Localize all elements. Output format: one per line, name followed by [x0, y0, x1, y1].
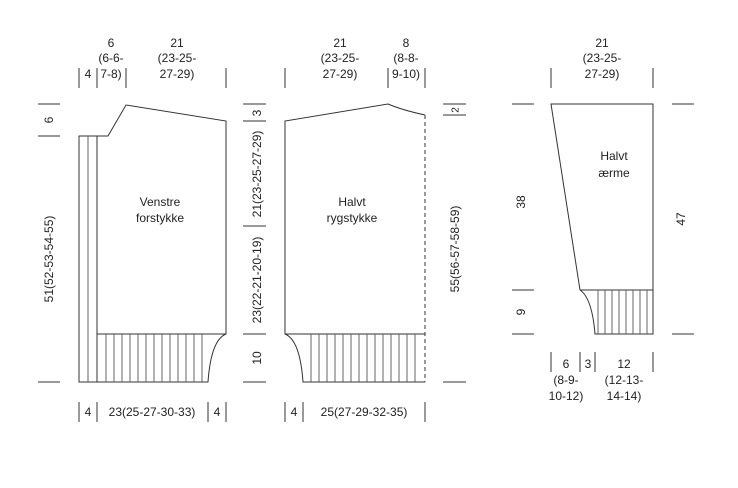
back-top-right-sub1: (8-8- — [393, 51, 418, 65]
sleeve-bottom-left-sub1: (8-9- — [553, 373, 578, 387]
sleeve-bottom-mid: 3 — [585, 357, 592, 371]
front-top-left-sub1: (6-6- — [98, 51, 123, 65]
front-top-left-value: 6 — [108, 36, 115, 50]
front-top-left-sub2: 7-8) — [100, 67, 121, 81]
front-left-top-value: 6 — [42, 116, 56, 123]
sleeve-left-lower: 9 — [514, 308, 528, 315]
back-body-outline — [284, 103, 426, 383]
front-top-border-value: 4 — [85, 67, 92, 81]
center-measures: 3 21(23-25-27-29) 23(22-21-20-19) 10 — [243, 103, 266, 383]
sleeve-left-upper: 38 — [514, 195, 528, 209]
sleeve-right-height: 47 — [674, 212, 688, 226]
back-bottom-measures: 4 25(27-29-32-35) — [284, 402, 426, 422]
center-armhole: 21(23-25-27-29) — [250, 131, 264, 218]
back-rib-stripes — [310, 334, 416, 382]
back-piece: Halvt rygstykke — [284, 103, 426, 383]
back-top-left-sub2: 27-29) — [323, 67, 358, 81]
sleeve-name-line2: ærme — [598, 166, 630, 180]
sleeve-rib-stripes — [597, 290, 648, 334]
front-left-measures: 6 51(52-53-54-55) — [38, 103, 60, 383]
front-bottom-measures: 4 23(25-27-30-33) 4 — [78, 402, 227, 422]
back-bottom-width: 25(27-29-32-35) — [321, 405, 408, 419]
front-top-right-sub1: (23-25- — [158, 51, 197, 65]
back-name-line2: rygstykke — [327, 211, 378, 225]
sleeve-top-measure: 21 (23-25- 27-29) — [550, 36, 654, 88]
front-piece: Venstre forstykke — [78, 104, 227, 383]
sleeve-bottom-measures: 6 (8-9- 10-12) 3 12 (12-13- 14-14) — [549, 352, 654, 403]
back-top-measures: 21 (23-25- 27-29) 8 (8-8- 9-10) — [284, 36, 426, 88]
sleeve-bottom-left-sub2: 10-12) — [549, 389, 584, 403]
sleeve-right-measure: 47 — [672, 103, 694, 335]
sleeve-outline — [550, 103, 654, 335]
center-body: 23(22-21-20-19) — [250, 237, 264, 324]
back-name-line1: Halvt — [338, 195, 366, 209]
sleeve-left-measures: 38 9 — [512, 103, 534, 335]
sleeve-bottom-left: 6 — [563, 357, 570, 371]
front-body-outline — [97, 104, 227, 383]
back-right-measures: 2 55(56-57-58-59) — [443, 103, 466, 383]
front-top-right-value: 21 — [170, 36, 184, 50]
back-top-right-sub2: 9-10) — [392, 67, 420, 81]
front-bottom-border-right: 4 — [214, 405, 221, 419]
front-rib-stripes — [105, 334, 203, 382]
front-top-right-sub2: 27-29) — [160, 67, 195, 81]
front-bottom-width: 23(25-27-30-33) — [109, 405, 196, 419]
front-top-measures: 6 (6-6- 7-8) 4 21 (23-25- 27-29) — [78, 36, 227, 88]
sleeve-top-sub1: (23-25- — [583, 51, 622, 65]
sleeve-name-line1: Halvt — [600, 149, 628, 163]
back-right-height-value: 55(56-57-58-59) — [448, 206, 462, 293]
back-top-left-sub1: (23-25- — [321, 51, 360, 65]
sleeve-top-value: 21 — [595, 36, 609, 50]
front-bottom-border-left: 4 — [85, 405, 92, 419]
center-armhole-top: 3 — [250, 109, 264, 116]
front-name-line1: Venstre — [140, 195, 181, 209]
sleeve-piece: Halvt ærme — [550, 103, 654, 335]
sleeve-bottom-right: 12 — [617, 357, 631, 371]
center-rib: 10 — [250, 351, 264, 365]
front-left-height-value: 51(52-53-54-55) — [42, 216, 56, 303]
sleeve-bottom-right-sub2: 14-14) — [607, 389, 642, 403]
back-bottom-border: 4 — [291, 405, 298, 419]
sleeve-bottom-right-sub1: (12-13- — [605, 373, 644, 387]
front-name-line2: forstykke — [136, 211, 184, 225]
back-top-left-value: 21 — [333, 36, 347, 50]
back-right-top-value: 2 — [451, 107, 462, 113]
sleeve-top-sub2: 27-29) — [585, 67, 620, 81]
back-top-right-value: 8 — [403, 36, 410, 50]
